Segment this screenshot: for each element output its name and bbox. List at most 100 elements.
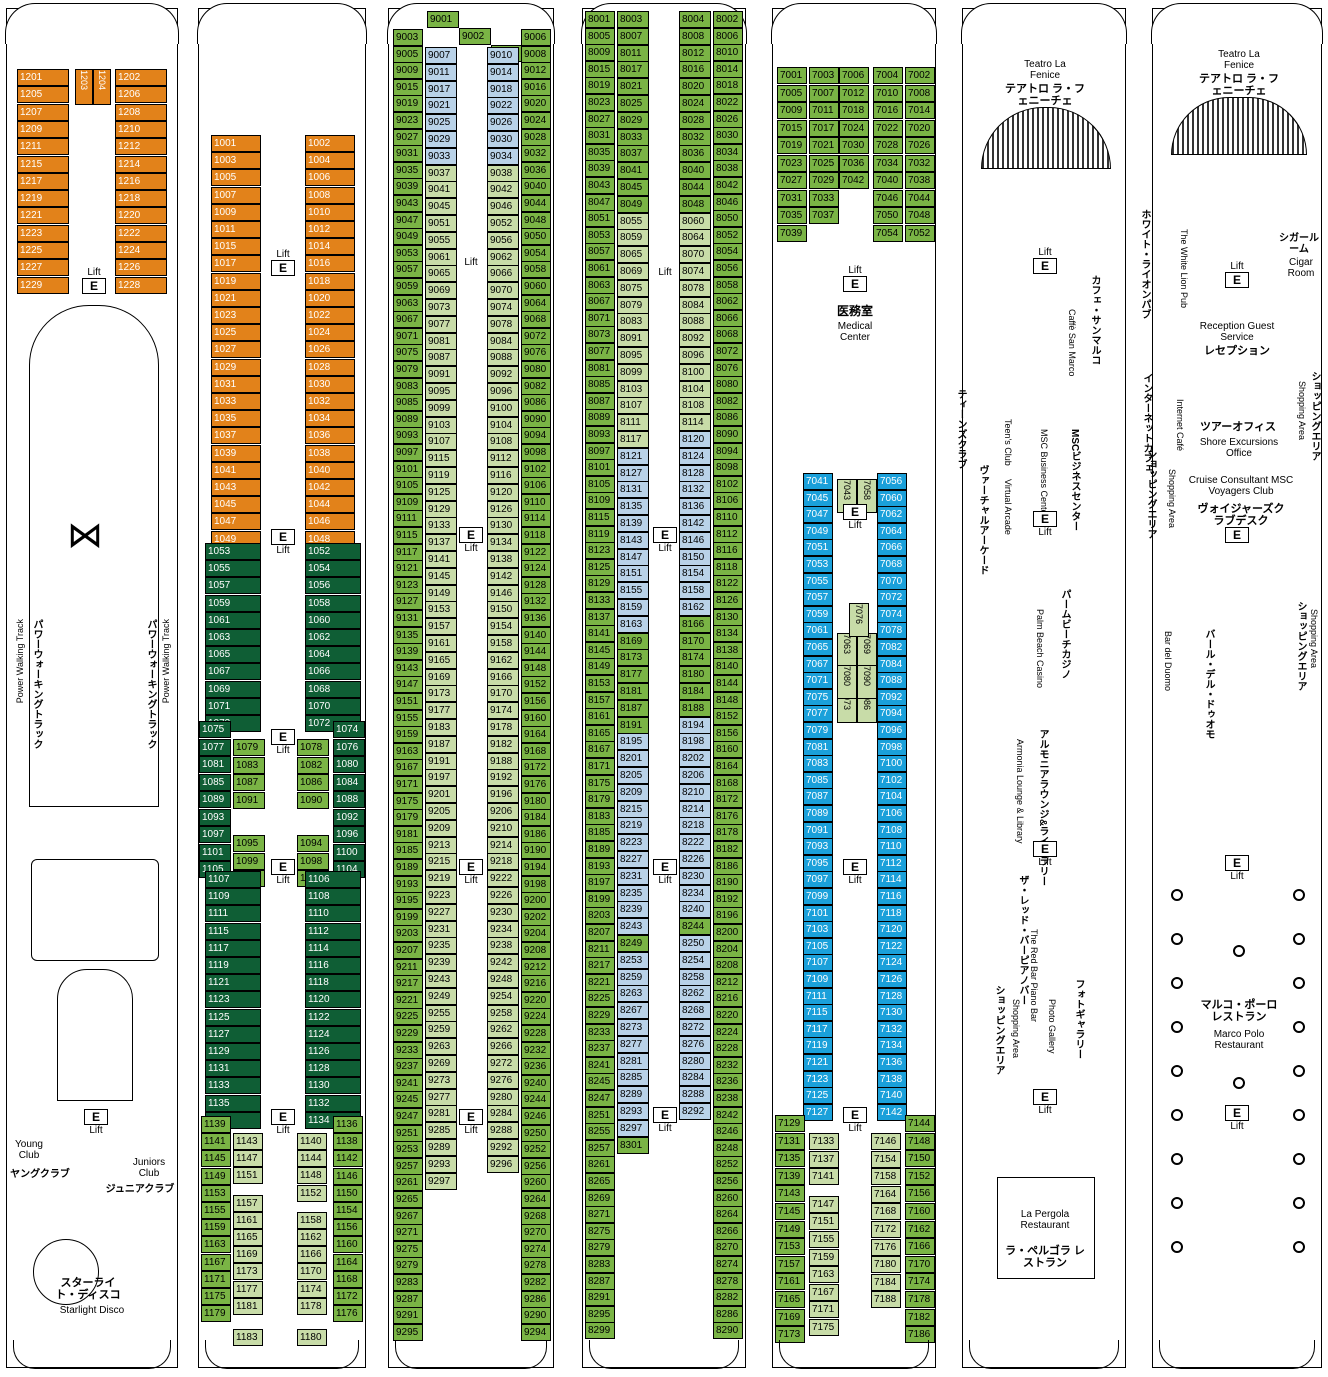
cabin[interactable]: 1176 xyxy=(333,1305,363,1323)
cabin[interactable]: 8086 xyxy=(713,409,743,427)
cabin[interactable]: 7188 xyxy=(871,1291,901,1309)
cabin[interactable]: 9171 xyxy=(393,776,423,793)
cabin[interactable]: 8110 xyxy=(713,509,743,526)
cabin[interactable]: 1107 xyxy=(205,871,261,888)
cabin[interactable]: 8154 xyxy=(679,565,711,583)
cabin[interactable]: 8139 xyxy=(617,515,649,532)
cabin[interactable]: 1106 xyxy=(305,871,361,888)
cabin[interactable]: 7172 xyxy=(871,1221,901,1238)
cabin[interactable]: 1127 xyxy=(205,1025,261,1043)
cabin[interactable]: 1053 xyxy=(205,543,261,560)
cabin[interactable]: 9167 xyxy=(393,759,423,777)
cabin[interactable]: 1015 xyxy=(211,238,261,256)
cabin[interactable]: 7081 xyxy=(803,738,833,756)
cabin[interactable]: 9206 xyxy=(487,803,519,820)
cabin[interactable]: 1159 xyxy=(201,1219,231,1237)
cabin[interactable]: 1097 xyxy=(199,826,231,843)
cabin[interactable]: 8114 xyxy=(679,414,711,432)
cabin[interactable]: 9006 xyxy=(521,29,551,46)
cabin[interactable]: 8181 xyxy=(617,683,649,700)
cabin[interactable]: 8206 xyxy=(679,767,711,784)
cabin[interactable]: 1082 xyxy=(297,756,329,774)
cabin[interactable]: 9238 xyxy=(487,937,519,955)
cabin[interactable]: 8215 xyxy=(617,800,649,818)
cabin[interactable]: 7034 xyxy=(873,154,903,172)
cabin[interactable]: 7022 xyxy=(873,119,903,137)
cabin[interactable]: 1211 xyxy=(17,138,69,156)
cabin[interactable]: 9281 xyxy=(425,1105,457,1123)
cabin[interactable]: 9007 xyxy=(425,47,457,64)
cabin[interactable]: 8172 xyxy=(713,791,743,809)
cabin[interactable]: 9011 xyxy=(425,63,457,81)
cabin[interactable]: 8017 xyxy=(617,61,649,79)
cabin[interactable]: 9223 xyxy=(425,887,457,904)
cabin[interactable]: 9280 xyxy=(487,1088,519,1106)
cabin[interactable]: 9130 xyxy=(487,517,519,535)
cabin[interactable]: 8222 xyxy=(679,834,711,852)
cabin[interactable]: 8074 xyxy=(679,263,711,280)
cabin[interactable]: 1029 xyxy=(211,358,261,376)
cabin[interactable]: 8031 xyxy=(585,127,615,145)
cabin[interactable]: 9181 xyxy=(393,825,423,843)
cabin[interactable]: 9228 xyxy=(521,1025,551,1042)
cabin[interactable]: 7147 xyxy=(809,1195,839,1213)
cabin[interactable]: 9009 xyxy=(393,62,423,80)
cabin[interactable]: 9131 xyxy=(393,610,423,627)
cabin[interactable]: 9193 xyxy=(393,875,423,893)
cabin[interactable]: 1155 xyxy=(201,1202,231,1219)
cabin[interactable]: 8098 xyxy=(713,459,743,477)
cabin[interactable]: 1220 xyxy=(115,207,167,225)
cabin[interactable]: 7036 xyxy=(839,154,869,172)
cabin[interactable]: 9029 xyxy=(425,131,457,148)
cabin[interactable]: 9218 xyxy=(487,853,519,871)
cabin[interactable]: 1055 xyxy=(205,560,261,578)
cabin[interactable]: 7119 xyxy=(803,1037,833,1055)
cabin[interactable]: 1142 xyxy=(333,1150,363,1168)
cabin[interactable]: 8142 xyxy=(679,515,711,532)
cabin[interactable]: 8235 xyxy=(617,884,649,902)
cabin[interactable]: 8061 xyxy=(585,260,615,277)
cabin[interactable]: 8123 xyxy=(585,542,615,560)
cabin[interactable]: 7079 xyxy=(803,722,833,739)
cabin[interactable]: 1165 xyxy=(233,1229,263,1246)
cabin[interactable]: 8291 xyxy=(585,1289,615,1307)
cabin[interactable]: 8239 xyxy=(617,901,649,919)
cabin[interactable]: 8079 xyxy=(617,296,649,314)
cabin[interactable]: 9255 xyxy=(425,1004,457,1022)
cabin[interactable]: 8270 xyxy=(713,1239,743,1257)
cabin[interactable]: 7075 xyxy=(803,688,833,706)
cabin[interactable]: 7007 xyxy=(809,84,839,102)
cabin[interactable]: 7155 xyxy=(809,1231,839,1248)
cabin[interactable]: 1136 xyxy=(333,1116,363,1133)
cabin[interactable]: 1169 xyxy=(233,1246,263,1264)
cabin[interactable]: 7157 xyxy=(775,1255,805,1273)
cabin[interactable]: 9100 xyxy=(487,399,519,417)
cabin[interactable]: 9146 xyxy=(487,584,519,602)
cabin[interactable]: 1177 xyxy=(233,1280,263,1298)
cabin[interactable]: 7145 xyxy=(775,1203,805,1220)
cabin[interactable]: 8127 xyxy=(617,464,649,482)
cabin[interactable]: 7124 xyxy=(877,954,907,972)
cabin[interactable]: 8020 xyxy=(679,78,711,96)
cabin[interactable]: 1168 xyxy=(333,1270,363,1288)
cabin[interactable]: 7161 xyxy=(775,1273,805,1291)
cabin[interactable]: 8269 xyxy=(585,1189,615,1207)
cabin[interactable]: 1094 xyxy=(297,835,329,852)
cabin[interactable]: 8059 xyxy=(617,229,649,247)
cabin[interactable]: 9054 xyxy=(521,244,551,262)
cabin[interactable]: 9259 xyxy=(425,1021,457,1039)
cabin[interactable]: 8118 xyxy=(713,558,743,576)
cabin[interactable]: 1218 xyxy=(115,190,167,208)
cabin[interactable]: 8066 xyxy=(713,309,743,327)
cabin[interactable]: 8156 xyxy=(713,724,743,742)
cabin[interactable]: 9039 xyxy=(393,178,423,196)
cabin[interactable]: 9203 xyxy=(393,925,423,943)
cabin[interactable]: 1119 xyxy=(205,957,261,974)
cabin[interactable]: 9232 xyxy=(521,1041,551,1059)
cabin[interactable]: 8183 xyxy=(585,807,615,825)
cabin[interactable]: 8101 xyxy=(585,459,615,477)
cabin[interactable]: 9175 xyxy=(393,792,423,810)
